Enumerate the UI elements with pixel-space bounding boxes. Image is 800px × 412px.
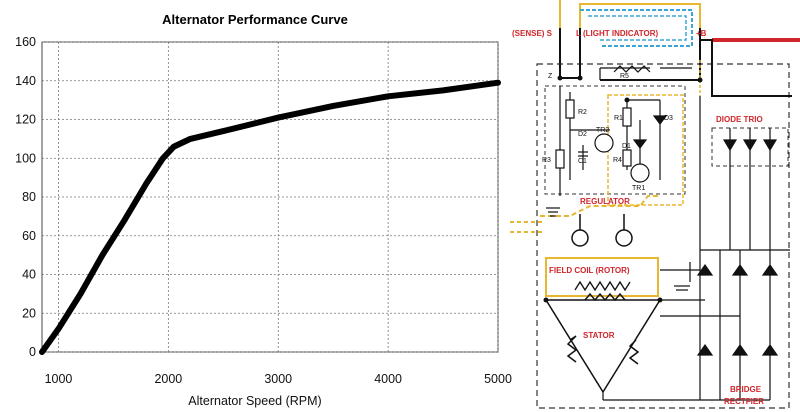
chart-title: Alternator Performance Curve bbox=[162, 12, 348, 27]
chart-grid bbox=[41, 41, 499, 353]
y-axis: 0 20 40 60 80 100 120 140 160 bbox=[15, 35, 36, 359]
bridge-rectifier bbox=[602, 96, 790, 401]
alternator-housing-outline bbox=[536, 63, 790, 409]
zener-label: Z bbox=[548, 73, 553, 80]
r5-label: R5 bbox=[620, 73, 629, 80]
regulator-label: REGULATOR bbox=[580, 197, 630, 206]
field-coil-winding bbox=[574, 280, 631, 292]
performance-chart: Alternator Performance Curve 0 20 40 60 80 10… bbox=[15, 12, 512, 408]
diode-trio-label: DIODE TRIO bbox=[716, 115, 763, 124]
regulator-outline bbox=[544, 85, 686, 195]
x-tick-label: 5000 bbox=[484, 372, 512, 386]
tr2-label: TR2 bbox=[596, 127, 609, 134]
field-coil-box bbox=[545, 257, 659, 297]
x-tick-label: 4000 bbox=[374, 372, 402, 386]
performance-line bbox=[39, 79, 501, 355]
brush-icon bbox=[571, 214, 633, 247]
r1-label: R1 bbox=[614, 115, 623, 122]
y-tick-label: 40 bbox=[22, 268, 36, 282]
r4-label: R4 bbox=[613, 157, 622, 164]
sense-terminal-label: (SENSE) S bbox=[512, 29, 553, 38]
tr1-label: TR1 bbox=[632, 185, 645, 192]
d1-label: D1 bbox=[622, 143, 631, 150]
bridge-label: BRIDGE bbox=[730, 385, 762, 394]
terminal-dots bbox=[543, 75, 703, 303]
x-axis-label: Alternator Speed (RPM) bbox=[188, 394, 321, 408]
y-tick-label: 20 bbox=[22, 306, 36, 320]
stator-label: STATOR bbox=[583, 331, 615, 340]
x-tick-label: 2000 bbox=[154, 372, 182, 386]
y-tick-label: 60 bbox=[22, 229, 36, 243]
signal-wires bbox=[559, 0, 800, 97]
x-axis: 1000 2000 3000 4000 5000 bbox=[45, 372, 512, 386]
regulator-circuit bbox=[555, 65, 692, 196]
d2-label: D2 bbox=[578, 131, 587, 138]
stator-winding bbox=[544, 299, 662, 394]
y-tick-label: 140 bbox=[15, 74, 36, 88]
diode-trio bbox=[722, 128, 778, 250]
ground-icon bbox=[546, 207, 690, 291]
y-tick-label: 100 bbox=[15, 151, 36, 165]
field-coil-label: FIELD COIL (ROTOR) bbox=[549, 266, 630, 275]
rectifier-label: RECTFIER bbox=[724, 397, 764, 406]
r2-label: R2 bbox=[578, 109, 587, 116]
y-tick-label: 80 bbox=[22, 190, 36, 204]
x-tick-label: 3000 bbox=[264, 372, 292, 386]
r3-label: R3 bbox=[542, 157, 551, 164]
y-tick-label: 160 bbox=[15, 35, 36, 49]
y-tick-label: 120 bbox=[15, 113, 36, 127]
regulator-highlight bbox=[607, 94, 684, 206]
y-tick-label: 0 bbox=[29, 345, 36, 359]
light-terminal-label: L (LIGHT INDICATOR) bbox=[576, 29, 659, 38]
x-tick-label: 1000 bbox=[45, 372, 73, 386]
battery-terminal-label: +B bbox=[696, 29, 707, 38]
d3-label: D3 bbox=[664, 115, 673, 122]
c1-label: C1 bbox=[578, 158, 587, 165]
